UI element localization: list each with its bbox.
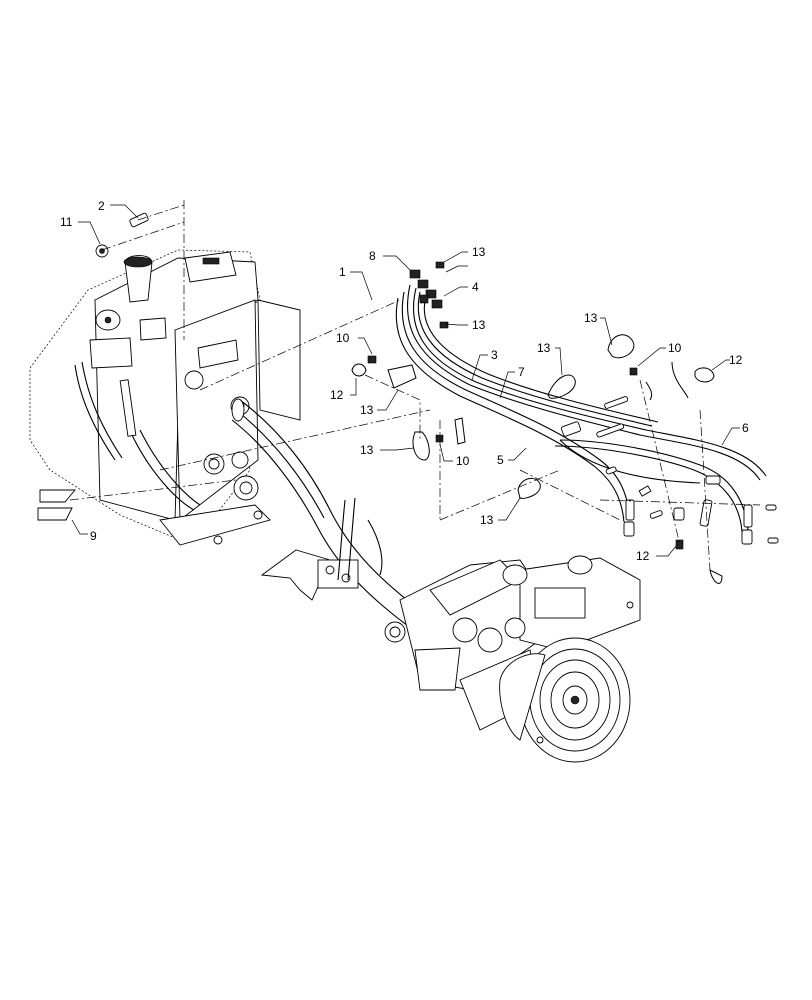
callout-12-a: 12 <box>330 388 344 402</box>
hose-clamps <box>351 334 723 584</box>
fitting-cluster <box>409 261 449 329</box>
callout-8: 8 <box>369 249 376 263</box>
callout-13-g: 13 <box>584 311 598 325</box>
mount-bracket <box>260 497 383 601</box>
alignment-lines <box>69 200 761 571</box>
hose-bundle <box>395 261 767 545</box>
leader-lines <box>78 204 740 557</box>
callout-13-c: 13 <box>360 403 374 417</box>
decal-plate <box>37 489 88 535</box>
callout-7: 7 <box>518 365 525 379</box>
suction-hose <box>231 398 421 627</box>
callout-10-a: 10 <box>336 331 350 345</box>
callout-13-b: 13 <box>472 318 486 332</box>
callout-9: 9 <box>90 529 97 543</box>
callout-2: 2 <box>98 199 105 213</box>
callout-1: 1 <box>339 265 346 279</box>
callout-13-a: 13 <box>472 245 486 259</box>
callout-13-f: 13 <box>537 341 551 355</box>
callout-13-e: 13 <box>480 513 494 527</box>
callout-10-b: 10 <box>456 454 470 468</box>
hydrostatic-pump <box>384 555 641 763</box>
callout-labels: 2 11 9 1 8 13 4 13 10 12 13 13 10 3 7 5 … <box>60 199 749 563</box>
callout-5: 5 <box>497 453 504 467</box>
callout-11: 11 <box>60 215 73 229</box>
callout-3: 3 <box>491 348 498 362</box>
callout-12-c: 12 <box>636 549 650 563</box>
callout-12-b: 12 <box>729 353 743 367</box>
callout-6: 6 <box>742 421 749 435</box>
callout-4: 4 <box>472 280 479 294</box>
callout-10-c: 10 <box>668 341 682 355</box>
hydraulic-tank <box>29 249 301 546</box>
callout-13-d: 13 <box>360 443 374 457</box>
